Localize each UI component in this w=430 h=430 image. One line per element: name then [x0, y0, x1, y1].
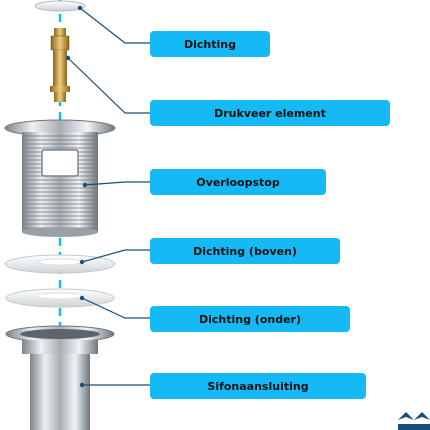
leader-line-drukveer [67, 57, 150, 114]
label-dichting-onder: Dichting (onder) [150, 306, 350, 332]
leader-line-overloop [84, 181, 150, 186]
label-dichting-boven: Dichting (boven) [150, 238, 340, 264]
siphon-connection-part [5, 325, 115, 430]
lower-seal-part [5, 288, 115, 308]
label-sifonaansluiting: Sifonaansluiting [150, 373, 366, 399]
overflow-plug-part [4, 119, 116, 237]
leader-line-dichting-boven [81, 249, 150, 263]
label-overloopstop: Overloopstop [150, 169, 326, 195]
label-dichting: Dichting [150, 31, 270, 57]
label-drukveer-element: Drukveer element [150, 100, 390, 126]
spring-element-part [50, 28, 70, 102]
chevron-logo-icon [398, 412, 430, 430]
leader-line-dichting-onder [81, 297, 150, 319]
top-seal-part [34, 0, 86, 12]
leader-dots [65, 5, 88, 388]
leader-line-dichting [79, 7, 150, 44]
upper-seal-part [4, 254, 116, 274]
leader-lines [67, 7, 150, 386]
